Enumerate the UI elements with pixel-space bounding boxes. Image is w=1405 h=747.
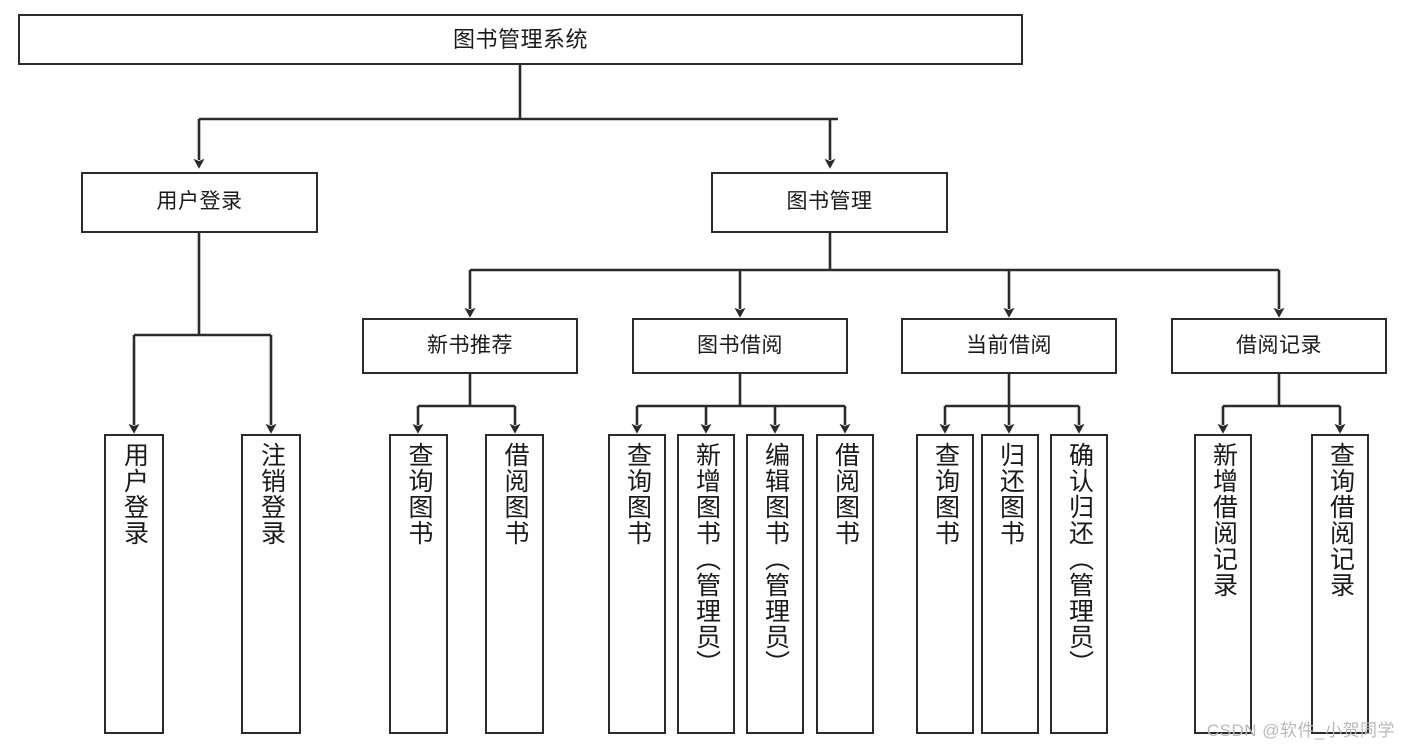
leaf-query-record[interactable]: 查询借阅记录 [1311, 434, 1369, 734]
leaf-logout-label: 注销登录 [257, 442, 286, 546]
node-user-login-label: 用户登录 [156, 190, 243, 214]
leaf-return-book-label: 归还图书 [996, 442, 1025, 546]
leaf-query-record-label: 查询借阅记录 [1326, 442, 1355, 598]
leaf-add-record[interactable]: 新增借阅记录 [1194, 434, 1252, 734]
leaf-confirm-return-label: 确认归还（管理员） [1065, 442, 1094, 676]
leaf-confirm-return[interactable]: 确认归还（管理员） [1050, 434, 1108, 734]
leaf-borrow-book-2-label: 借阅图书 [831, 442, 860, 546]
leaf-add-book-label: 新增图书（管理员） [692, 442, 721, 676]
node-current-borrow[interactable]: 当前借阅 [901, 318, 1117, 374]
leaf-user-login[interactable]: 用户登录 [104, 434, 164, 734]
leaf-query-book-1[interactable]: 查询图书 [389, 434, 448, 734]
node-new-book-rec-label: 新书推荐 [427, 333, 513, 357]
leaf-borrow-book-2[interactable]: 借阅图书 [816, 434, 874, 734]
leaf-edit-book[interactable]: 编辑图书（管理员） [746, 434, 804, 734]
node-user-login[interactable]: 用户登录 [81, 172, 318, 233]
leaf-borrow-book-1-label: 借阅图书 [501, 442, 529, 546]
node-book-borrow-label: 图书借阅 [697, 333, 783, 357]
leaf-borrow-book-1[interactable]: 借阅图书 [485, 434, 544, 734]
node-current-borrow-label: 当前借阅 [966, 333, 1052, 357]
node-book-manage[interactable]: 图书管理 [711, 172, 948, 233]
leaf-add-record-label: 新增借阅记录 [1209, 442, 1238, 598]
leaf-query-book-3[interactable]: 查询图书 [916, 434, 974, 734]
leaf-query-book-2[interactable]: 查询图书 [608, 434, 666, 734]
node-new-book-rec[interactable]: 新书推荐 [362, 318, 578, 374]
leaf-user-login-label: 用户登录 [120, 442, 149, 546]
node-borrow-record-label: 借阅记录 [1236, 333, 1322, 357]
node-root[interactable]: 图书管理系统 [18, 14, 1023, 65]
leaf-query-book-1-label: 查询图书 [405, 442, 433, 546]
leaf-return-book[interactable]: 归还图书 [981, 434, 1039, 734]
node-borrow-record[interactable]: 借阅记录 [1171, 318, 1387, 374]
node-root-label: 图书管理系统 [452, 26, 588, 52]
watermark: CSDN @软件_小贺同学 [1206, 721, 1395, 740]
node-book-manage-label: 图书管理 [786, 190, 873, 214]
leaf-edit-book-label: 编辑图书（管理员） [761, 442, 790, 676]
node-book-borrow[interactable]: 图书借阅 [632, 318, 848, 374]
leaf-query-book-2-label: 查询图书 [623, 442, 652, 546]
leaf-logout[interactable]: 注销登录 [241, 434, 301, 734]
leaf-add-book[interactable]: 新增图书（管理员） [677, 434, 735, 734]
leaf-query-book-3-label: 查询图书 [931, 442, 960, 546]
